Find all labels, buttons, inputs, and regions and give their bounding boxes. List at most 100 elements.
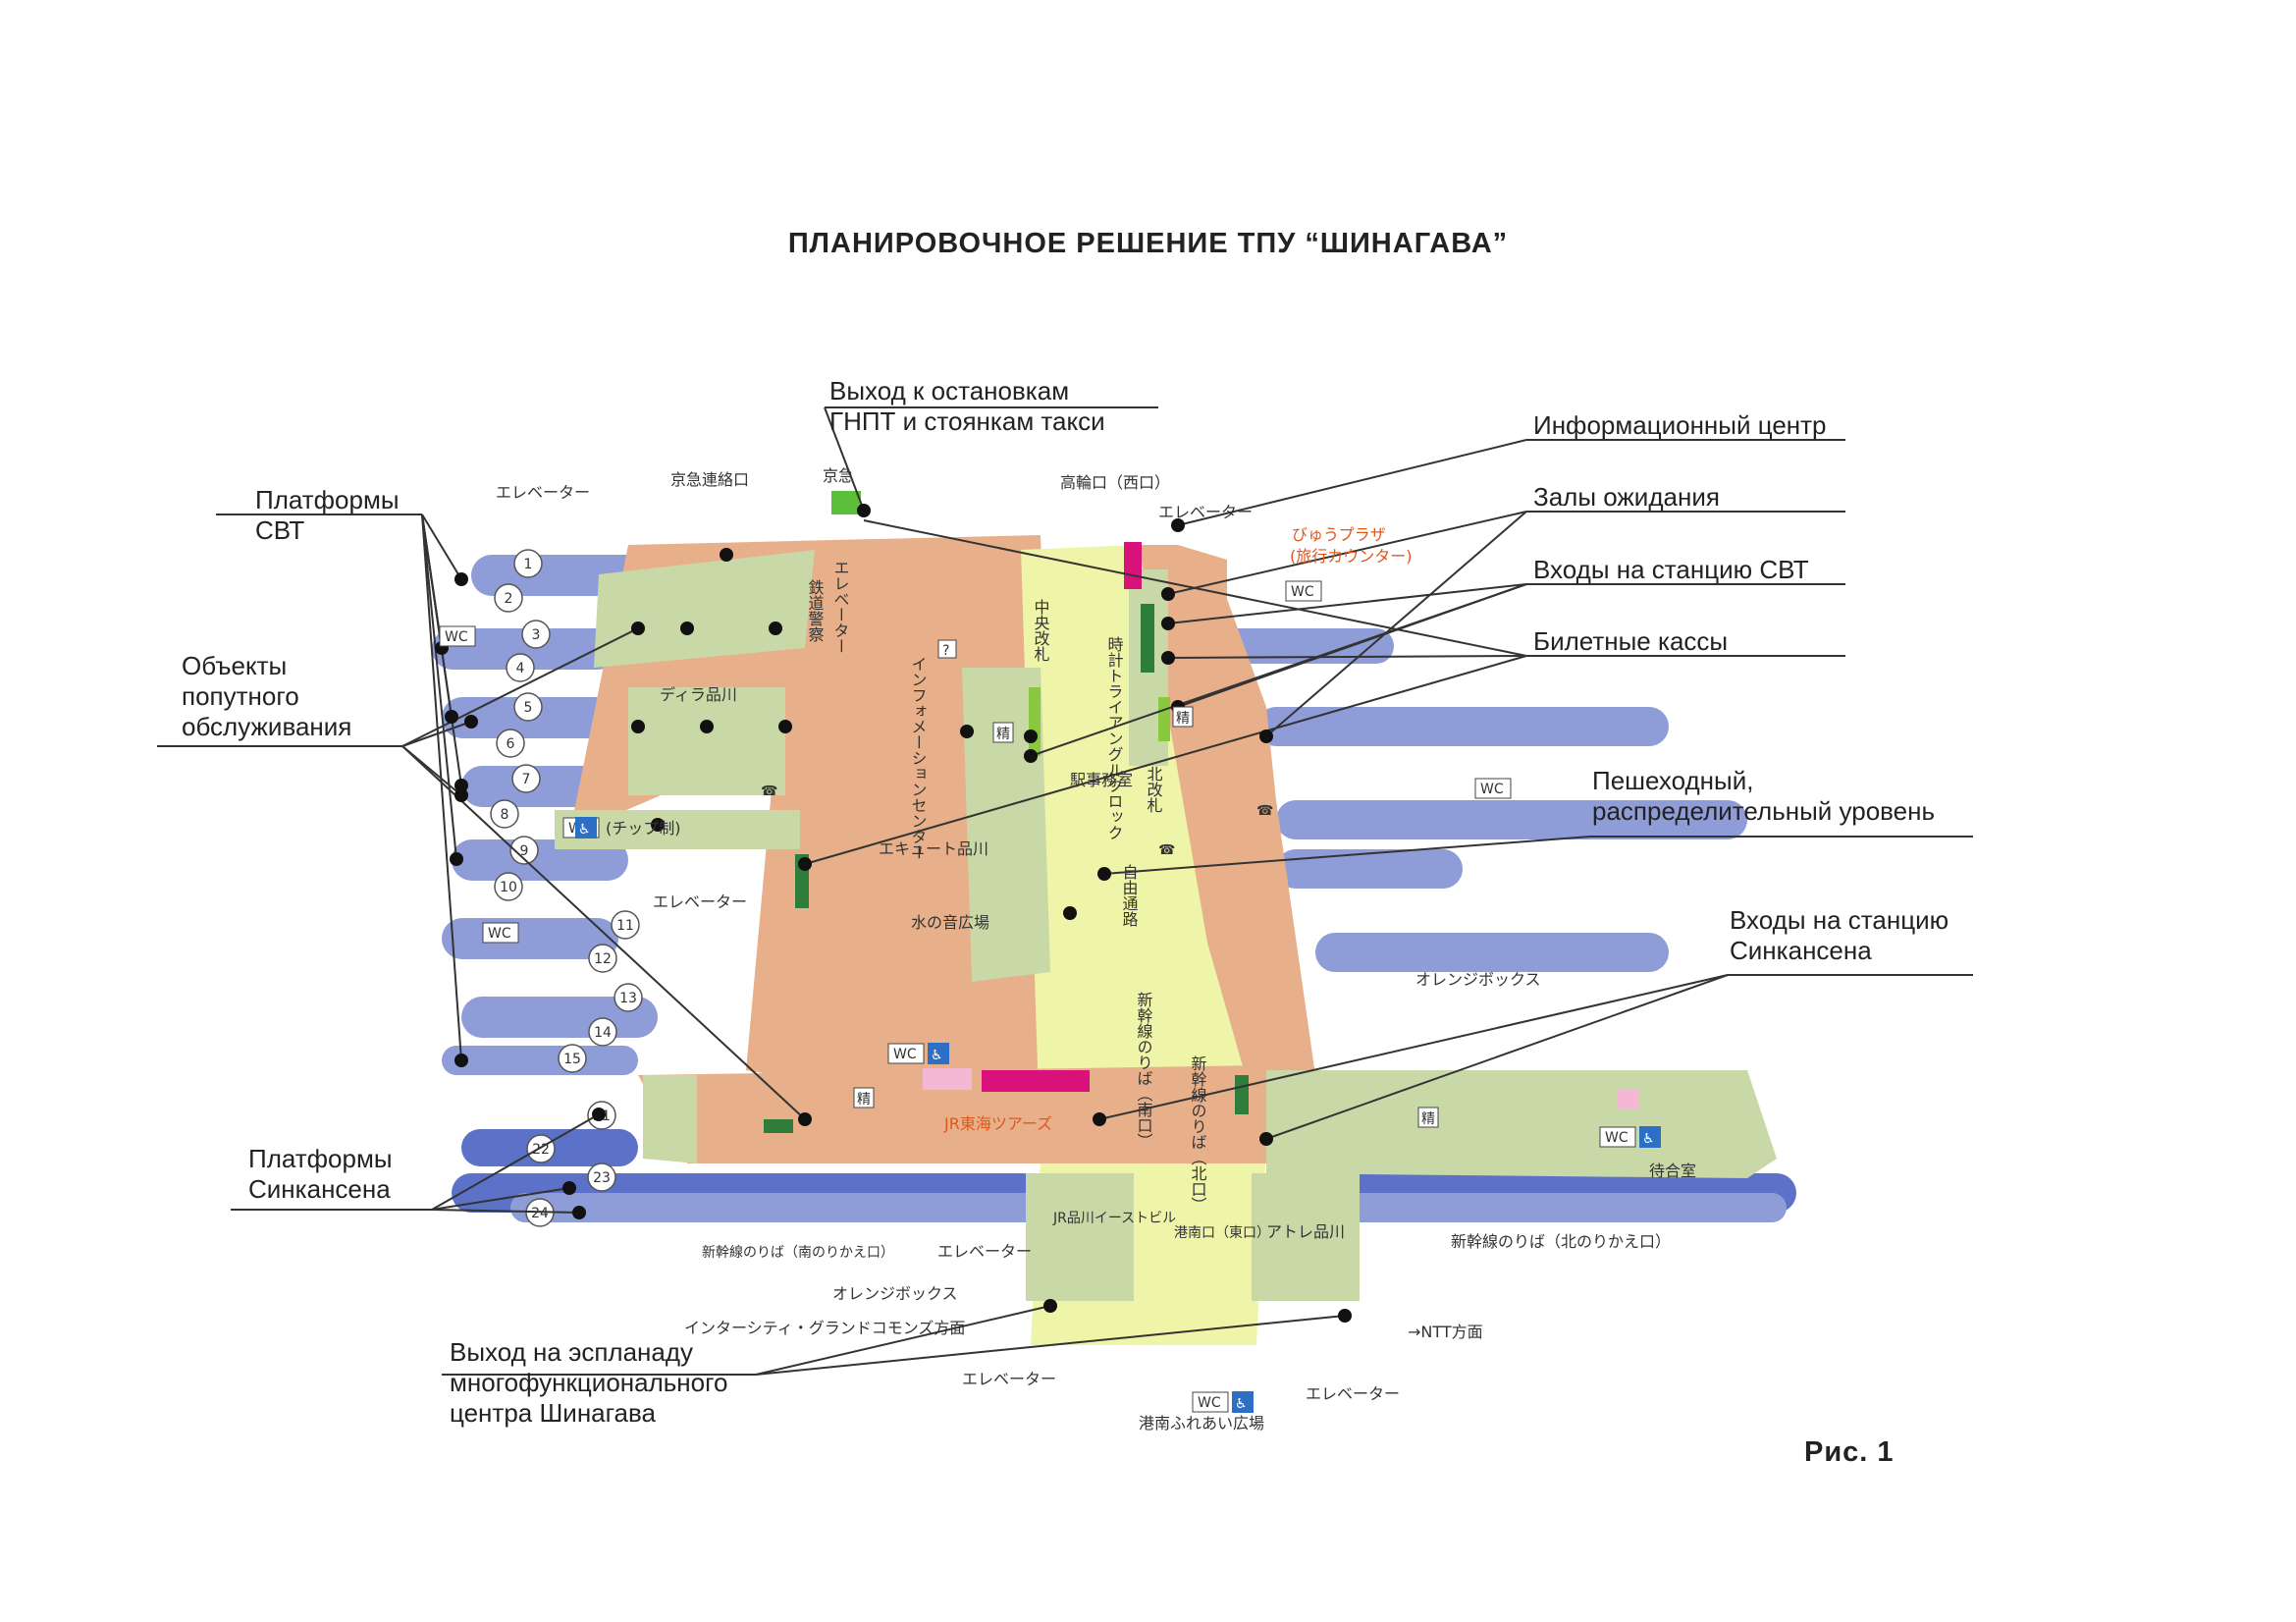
marker-dot [1171,518,1185,532]
map-label-orange-box-e: オレンジボックス [1415,970,1541,989]
svg-text:1: 1 [524,557,533,572]
wc-icon: WC [1285,580,1322,602]
platform-number-2: 2 [494,583,523,613]
wc-icon: WC [1474,778,1512,799]
callout-info-center: Информационный центр [1533,410,1827,440]
wc-icon: WC [1599,1126,1636,1148]
wheelchair-icon-label: ♿ [1235,1396,1248,1412]
svt-platforms [432,555,1747,1075]
map-label-water-plaza: 水の音広場 [911,913,989,932]
marker-dot [798,1112,812,1126]
map-label-chip: (チップ制) [606,819,681,838]
wc-icon: WC [482,922,519,944]
figure-label: Рис. 1 [1804,1436,1895,1468]
wc-icon-label: WC [893,1047,917,1062]
platform-number-3: 3 [521,620,551,649]
leader-line [1167,511,1527,595]
svg-text:10: 10 [500,880,517,895]
phone-icon: ☎ [761,784,777,799]
info-icon: ? [937,639,957,659]
shop-block-dila [628,687,785,795]
map-label-view-plaza: びゅうプラザ [1292,525,1386,544]
platform-number-15: 15 [558,1044,587,1073]
map-label-elevator-nw: エレベーター [496,483,590,502]
leader-line [421,514,462,580]
gate-central-green [1029,687,1041,756]
platform-number-6: 6 [496,729,525,758]
fare-adjustment-icon-label: 精 [1421,1111,1435,1127]
map-label-elevator-vertical: エレベーター [831,560,850,654]
wc-icon-label: WC [1480,782,1504,797]
marker-dot [572,1206,586,1219]
gate-shinkansen-south [764,1119,793,1133]
ticket-office-shinkansen [982,1070,1090,1092]
platform-number-8: 8 [490,799,519,829]
marker-dot [450,852,463,866]
map-label-railway-police: 鉄道警察 [806,579,825,642]
callout-svt-platforms: Платформы СВТ [255,485,400,545]
map-label-elevator-s: エレベーター [937,1242,1032,1261]
svg-text:9: 9 [520,843,529,859]
marker-dot [562,1181,576,1195]
leader-line [1177,439,1527,526]
leader-line [1167,655,1527,659]
fare-adjustment-icon: 精 [853,1087,875,1108]
wheelchair-icon: ♿ [1232,1391,1254,1413]
marker-dot [1093,1112,1106,1126]
svg-text:24: 24 [531,1206,549,1221]
map-label-info-center-jp: インフォメーションセンター [909,656,928,860]
svg-text:23: 23 [593,1170,611,1186]
wc-icon: WC [887,1043,925,1064]
wc-icon-label: WC [488,926,511,942]
marker-dot [454,779,468,792]
fare-adjustment-icon: 精 [992,722,1014,743]
leader-line [1265,974,1729,1140]
marker-dot [1161,587,1175,601]
map-label-konan-exit: 港南口（東口） [1174,1225,1270,1241]
wc-icon-label: WC [1291,584,1314,600]
marker-dot [960,725,974,738]
ticket-office-west-exit [1124,542,1142,589]
map-label-clock: 時計トライアングルクロック [1105,636,1124,840]
platform-9-10 [452,839,628,881]
platform-number-5: 5 [513,692,543,722]
wc-icon: WC [439,625,476,647]
wheelchair-icon: ♿ [575,817,597,838]
platform-right-1 [1217,628,1394,664]
svg-text:11: 11 [616,918,634,934]
marker-dot [445,710,458,724]
marker-dot [1024,749,1038,763]
leader-line [401,745,806,1120]
shop-block-ecute [962,668,1050,982]
marker-dot [631,622,645,635]
map-label-shinkansen-north: 新幹線のりば（北口） [1189,1055,1207,1213]
leader-line [755,1315,1346,1376]
platform-number-7: 7 [511,764,541,793]
callout-pedestrian-level: Пешеходный, распределительный уровень [1592,766,1936,826]
ticket-office-pink [923,1068,972,1090]
map-label-shinkansen-north-transfer: 新幹線のりば（北のりかえ口） [1451,1232,1671,1251]
callout-shinkansen-entrances: Входы на станцию Синкансена [1730,905,1949,965]
callout-esplanade-exit: Выход на эспланаду многофункционального … [450,1337,728,1428]
svg-text:3: 3 [532,627,541,643]
svg-text:15: 15 [563,1052,581,1067]
phone-icon: ☎ [1158,842,1175,858]
leader-lines [157,406,1973,1376]
map-label-keikyu-connection: 京急連絡口 [670,470,749,489]
platform-right-5 [1315,933,1669,972]
gate-shinkansen-north [1235,1075,1249,1114]
gate-central [1141,604,1154,673]
callout-shinkansen-platforms: Платформы Синкансена [248,1144,393,1204]
callout-waiting-halls: Залы ожидания [1533,482,1720,512]
info-icon-label: ? [942,643,949,659]
marker-dot [464,715,478,729]
leader-line [1098,974,1729,1120]
svg-text:14: 14 [594,1025,612,1041]
page-title: ПЛАНИРОВОЧНОЕ РЕШЕНИЕ ТПУ “ШИНАГАВА” [787,228,1509,259]
svg-text:2: 2 [505,591,513,607]
callout-ticket-offices: Билетные кассы [1533,626,1729,656]
marker-dot [1063,906,1077,920]
svg-text:13: 13 [619,991,637,1006]
platform-right-3 [1276,800,1747,839]
